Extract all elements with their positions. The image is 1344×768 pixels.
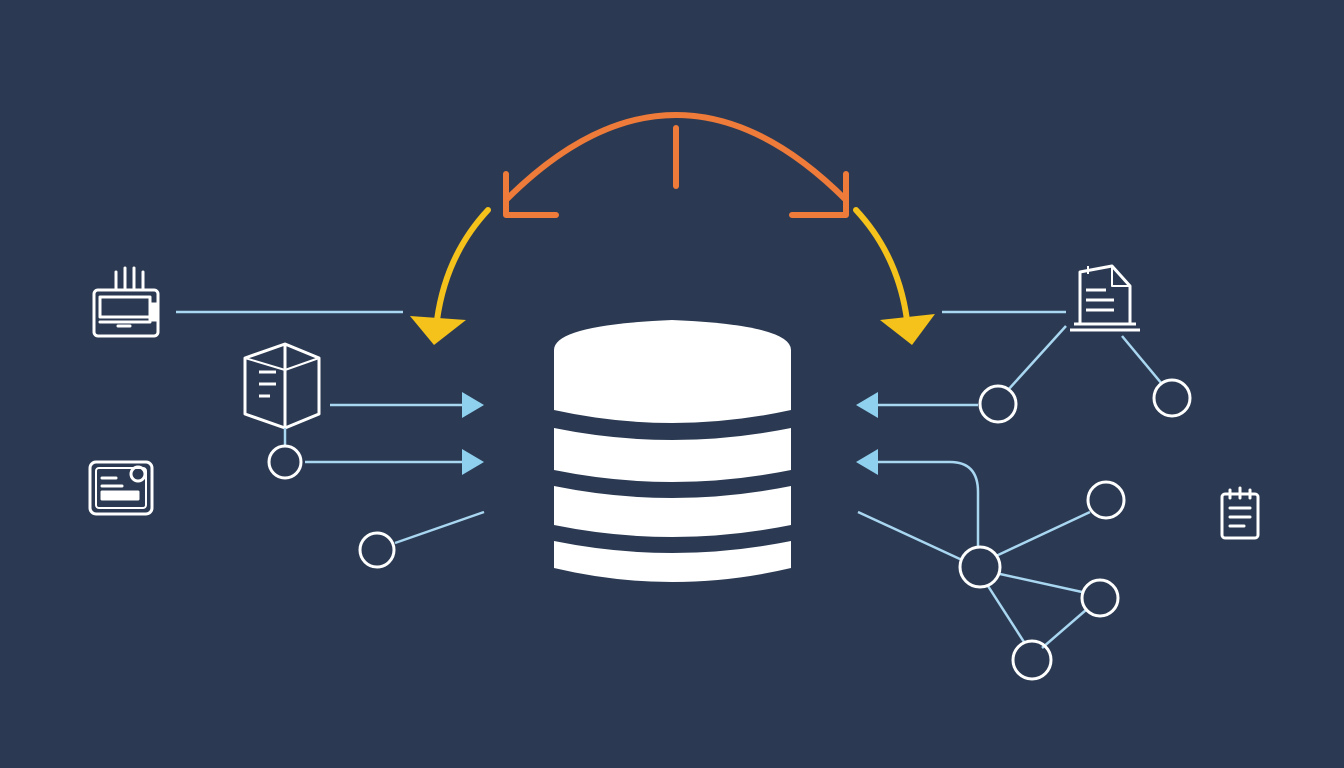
node-circle-icon	[978, 384, 1018, 424]
arrow-to-database	[462, 392, 484, 418]
connector-line	[1007, 325, 1067, 391]
arrow-to-database	[856, 449, 878, 475]
sync-yellow-arrows	[410, 207, 935, 345]
sync-right-yellow-arc	[853, 207, 910, 323]
curved-connector	[874, 460, 980, 548]
database-top-layer	[554, 320, 791, 423]
node-circle-icon	[1080, 578, 1120, 618]
box-document-icon	[243, 342, 321, 430]
server-icon	[92, 266, 160, 338]
sync-arc	[503, 112, 849, 218]
right-sources	[856, 264, 1260, 681]
sync-arc-curve	[503, 112, 849, 203]
node-circle-icon	[267, 444, 303, 480]
sync-left-yellow-arc	[434, 207, 491, 323]
node-circle-icon	[958, 545, 1002, 589]
database-bottom-layer	[554, 541, 791, 582]
arrow-to-database	[856, 392, 878, 418]
sync-arc-right-arrowhead	[789, 171, 849, 218]
node-circle-icon	[1152, 378, 1192, 418]
connector-line	[394, 510, 485, 545]
node-circle-icon	[1086, 480, 1126, 520]
network-graph-icon	[857, 480, 1126, 681]
node-circle-icon	[1011, 639, 1053, 681]
connector-line	[1121, 335, 1163, 385]
left-sources	[88, 266, 485, 569]
document-stack-icon	[1070, 264, 1140, 332]
node-circle-icon	[358, 531, 396, 569]
database-layer-2	[554, 428, 791, 482]
clipboard-list-icon	[1220, 486, 1260, 540]
sync-arc-left-arrowhead	[503, 171, 559, 218]
id-card-icon	[88, 460, 154, 516]
database-icon	[554, 320, 791, 582]
sync-right-yellow-arrowhead	[880, 314, 935, 345]
arrow-to-database	[462, 449, 484, 475]
sync-left-yellow-arrowhead	[410, 316, 466, 345]
database-layer-3	[554, 486, 791, 537]
